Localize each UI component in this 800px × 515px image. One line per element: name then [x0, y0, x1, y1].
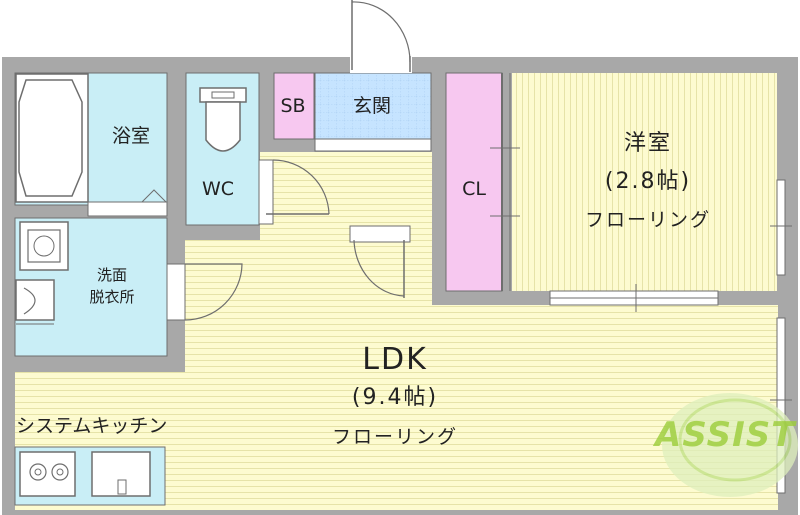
ldk-name: LDK: [362, 342, 428, 377]
washing-machine: [19, 221, 69, 271]
washroom-label-2: 脱衣所: [89, 288, 135, 306]
window-ldk: [776, 317, 786, 494]
western-room-size: (2.8帖): [604, 169, 692, 194]
wash-basin: [15, 279, 55, 321]
window-western: [776, 179, 786, 276]
ldk-floor-label: フローリング: [331, 426, 459, 448]
front-door-swing: [351, 1, 411, 63]
bathtub-inner: [18, 79, 83, 197]
wc-label: WC: [201, 178, 235, 200]
shoe-box: [273, 72, 315, 140]
ldk-floor: [15, 240, 778, 510]
entrance-label: 玄関: [352, 95, 392, 117]
closet-label: CL: [462, 178, 486, 200]
kitchen-label: システムキッチン: [16, 415, 168, 437]
stove: [19, 451, 76, 497]
assist-watermark: [662, 393, 798, 497]
washroom-label-1: 洗面: [96, 266, 128, 284]
sb-label: SB: [280, 95, 306, 117]
front-door-opening: [350, 57, 412, 73]
western-room-name: 洋室: [623, 131, 673, 156]
western-room-floor-label: フローリング: [584, 209, 712, 231]
watermark-text: ASSIST: [655, 415, 796, 455]
closet-floor: [445, 72, 503, 292]
ldk-size: (9.4帖): [351, 385, 439, 410]
bath-label: 浴室: [111, 125, 151, 147]
entrance-floor: [314, 72, 432, 140]
western-room-floor: [512, 73, 777, 291]
toilet-bowl: [205, 101, 241, 152]
